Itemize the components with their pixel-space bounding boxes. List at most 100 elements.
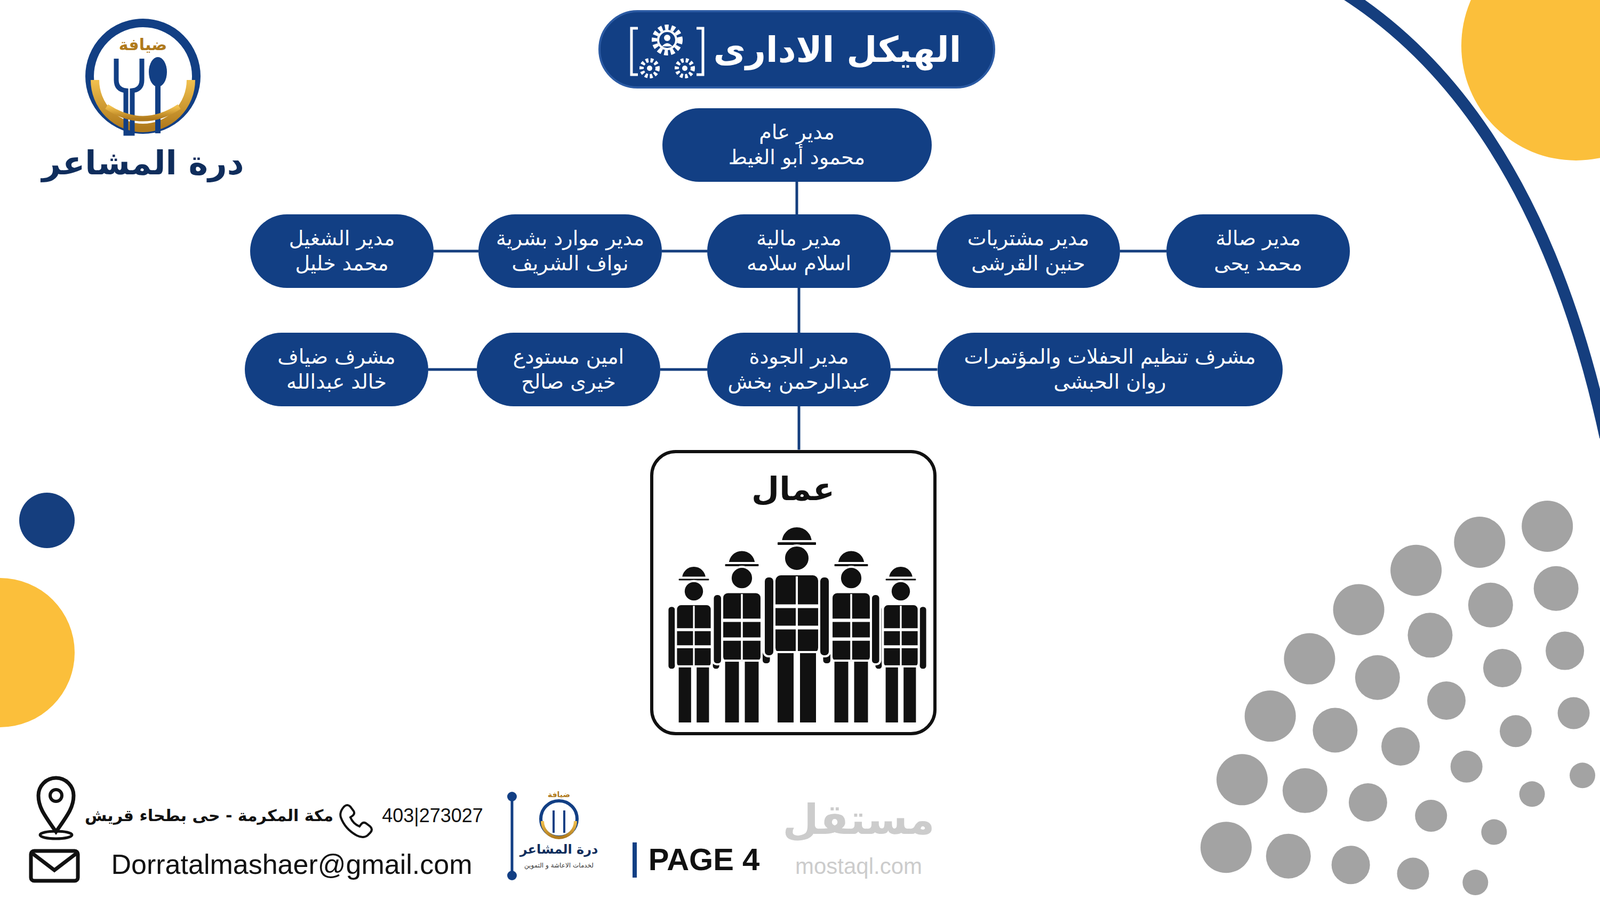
email-address: Dorratalmashaer@gmail.com <box>111 849 473 882</box>
role-box: مدير مشترياتحنين القرشى <box>936 214 1120 288</box>
grey-dot <box>1521 500 1573 552</box>
worker-figure <box>675 628 712 632</box>
role-box: مشرف تنظيم الحفلات والمؤتمراتروان الحبشى <box>937 332 1283 407</box>
connector-line <box>660 368 708 372</box>
worker-figure <box>850 594 853 662</box>
title-text: الهيكل الادارى <box>713 28 962 70</box>
worker-figure <box>722 637 762 641</box>
page-bar <box>632 842 637 878</box>
role-box: مدير الشغيلمحمد خليل <box>250 214 434 288</box>
grey-dot <box>1545 632 1584 671</box>
worker-figure <box>831 618 871 622</box>
grey-dot <box>1468 582 1514 628</box>
phone-icon <box>340 805 372 838</box>
grey-dot <box>1216 754 1268 806</box>
role-title: مدير موارد بشرية <box>496 226 645 252</box>
worker-figure <box>831 592 871 663</box>
grey-dot <box>1283 633 1335 685</box>
worker-figure <box>675 645 712 649</box>
yellow-circle <box>0 578 75 728</box>
grey-dot <box>1200 821 1252 874</box>
watermark-url: mostaql.com <box>795 853 923 880</box>
grey-dot <box>1450 750 1483 783</box>
worker-figure <box>774 604 820 608</box>
worker-figure <box>899 605 902 668</box>
connector-line <box>797 288 801 333</box>
mail-icon <box>30 851 78 882</box>
role-box: مدير موارد بشريةنواف الشريف <box>478 214 662 288</box>
worker-figure <box>831 637 871 641</box>
blue-arc <box>1346 0 1600 438</box>
worker-figure <box>882 645 919 649</box>
small-logo-mark <box>540 801 578 838</box>
worker-figure <box>874 605 883 670</box>
grey-dot <box>1453 516 1506 568</box>
worker-figure <box>740 594 743 662</box>
person-name: حنين القرشى <box>971 251 1085 277</box>
worker-figure <box>798 652 818 724</box>
role-title: مدير مشتريات <box>967 226 1090 252</box>
footer-divider <box>510 797 514 875</box>
person-name: محمود أبو الغيط <box>728 145 866 171</box>
location-icon <box>38 778 74 832</box>
workers-illustration <box>653 453 940 739</box>
role-title: مدير مالية <box>756 226 842 252</box>
grey-dot <box>1244 690 1296 742</box>
worker-figure <box>874 565 927 724</box>
worker-figure <box>882 628 919 632</box>
person-name: خيرى صالح <box>521 369 616 396</box>
logo-mark <box>94 80 191 128</box>
worker-figure <box>870 594 880 665</box>
footer-divider <box>507 870 517 881</box>
worker-figure <box>902 666 917 724</box>
worker-figure <box>819 576 830 657</box>
grey-dot <box>1414 800 1447 832</box>
location-icon <box>40 831 72 839</box>
grey-dot <box>1266 834 1311 879</box>
grey-dot <box>1407 612 1453 658</box>
small-logo-subtitle: لخدمات الاعاشة و التموين <box>524 862 594 870</box>
person-name: نواف الشريف <box>511 251 629 277</box>
grey-dot <box>1483 649 1522 688</box>
small-logo-mark <box>563 810 566 834</box>
role-box: مدير ماليةاسلام سلامه <box>707 214 891 288</box>
worker-figure <box>833 660 850 724</box>
mail-icon <box>30 851 78 882</box>
worker-figure <box>821 594 832 665</box>
role-box: مدير الجودةعبدالرحمن بخش <box>707 332 891 407</box>
footer-divider <box>507 792 517 802</box>
role-box: مدير عاممحمود أبو الغيط <box>662 108 932 182</box>
gear-icon <box>658 30 677 50</box>
gear-icon <box>654 27 680 53</box>
worker-figure <box>730 566 753 590</box>
logo-name: درة المشاعر <box>41 144 244 182</box>
small-logo-mark <box>542 821 576 838</box>
worker-figure <box>833 563 869 568</box>
blue-dot <box>19 492 75 549</box>
small-logo-tag: ضيافة <box>547 790 571 799</box>
location-icon <box>50 789 62 802</box>
worker-figure <box>743 660 760 724</box>
role-title: مدير صالة <box>1215 226 1301 252</box>
logo-mark <box>106 106 180 119</box>
role-title: امين مستودع <box>513 344 624 371</box>
gear-icon <box>627 17 708 86</box>
person-name: عبدالرحمن بخش <box>727 369 870 396</box>
grey-dot <box>1348 783 1388 822</box>
person-name: خالد عبدالله <box>286 369 387 396</box>
worker-figure <box>888 565 914 579</box>
worker-figure <box>836 549 866 564</box>
worker-figure <box>839 566 862 590</box>
grey-dot <box>1427 681 1466 720</box>
connector-line <box>661 250 708 253</box>
worker-figure <box>884 666 899 724</box>
worker-figure <box>761 594 771 665</box>
address-text: مكة المكرمة - حى بطحاء قريش <box>84 806 334 826</box>
gear-icon <box>641 60 658 77</box>
person-name: اسلام سلامه <box>746 251 852 277</box>
connector-line <box>1120 250 1167 253</box>
person-name: محمد يحى <box>1213 251 1303 277</box>
